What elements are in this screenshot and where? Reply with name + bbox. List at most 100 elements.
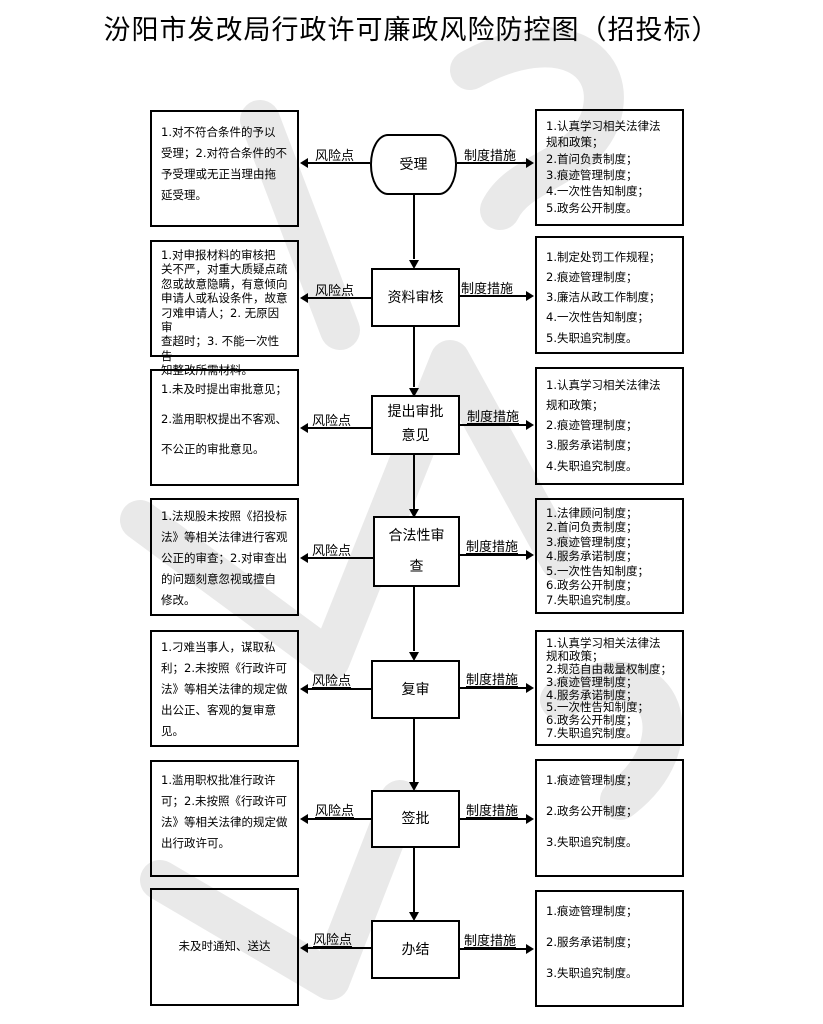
control-label: 制度措施 — [466, 673, 519, 688]
arrow-right-icon — [526, 550, 534, 560]
step-label: 复审 — [401, 681, 430, 698]
step-label: 意见 — [401, 428, 430, 444]
flow-connector — [413, 718, 415, 782]
step-node-re-review: 复审 — [371, 660, 460, 719]
risk-text: 1.对申报材料的审核把 — [161, 248, 276, 262]
control-text: 7.失职追究制度。 — [546, 726, 638, 741]
risk-connector — [307, 947, 371, 949]
risk-connector — [307, 818, 371, 820]
risk-text: 1.法规股未按照《招投标 — [161, 509, 287, 523]
control-text: 3.服务承诺制度； — [546, 438, 638, 453]
control-text: 4.失职追究制度。 — [546, 458, 638, 473]
arrow-left-icon — [300, 553, 308, 563]
control-text: 1.痕迹管理制度； — [546, 773, 638, 787]
control-box-accept: 1.认真学习相关法律法 规和政策； 2.首问负责制度； 3.痕迹管理制度； 4.… — [535, 109, 684, 226]
risk-label: 风险点 — [315, 804, 355, 819]
step-node-document-review: 资料审核 — [371, 268, 460, 327]
arrow-left-icon — [300, 684, 308, 694]
control-connector — [460, 687, 527, 689]
control-connector — [460, 554, 527, 556]
control-label: 制度措施 — [466, 804, 519, 819]
risk-label: 风险点 — [312, 544, 352, 559]
control-text: 6.政务公开制度； — [546, 578, 638, 593]
control-text: 3.失职追究制度。 — [546, 835, 638, 850]
risk-text: 刁难申请人；2. 无原因审 — [161, 305, 280, 334]
arrow-down-icon — [409, 782, 419, 791]
risk-text: 出行政许可。 — [161, 835, 230, 850]
step-label: 合法性审 — [388, 527, 445, 544]
control-text: 规和政策； — [546, 398, 604, 413]
control-text: 1.制定处罚工作规程； — [546, 250, 661, 264]
risk-text: 见。 — [161, 723, 184, 738]
arrow-right-icon — [526, 158, 534, 168]
control-text: 7.失职追究制度。 — [546, 592, 638, 607]
risk-text: 未及时通知、送达 — [178, 939, 271, 954]
control-text: 4.服务承诺制度； — [546, 549, 638, 564]
risk-label: 风险点 — [312, 414, 352, 429]
arrow-left-icon — [300, 293, 308, 303]
step-node-accept: 受理 — [370, 134, 457, 195]
risk-text: 1.对不符合条件的予以 — [161, 125, 276, 139]
arrow-down-icon — [409, 652, 419, 661]
control-label: 制度措施 — [467, 410, 520, 425]
control-text: 1.认真学习相关法律法 — [546, 119, 661, 133]
risk-box-review: 1.对申报材料的审核把 关不严，对重大质疑点疏 忽或故意隐瞒，有意倾向 申请人或… — [150, 240, 299, 377]
control-text: 4.服务承诺制度； — [546, 687, 638, 702]
arrow-right-icon — [526, 683, 534, 693]
arrow-right-icon — [526, 814, 534, 824]
risk-text: 申请人或私设条件，故意 — [161, 291, 288, 306]
control-text: 2.规范自由裁量权制度； — [546, 661, 672, 676]
step-label: 办结 — [401, 941, 430, 958]
risk-box-accept: 1.对不符合条件的予以 受理；2.对符合条件的不 予受理或无正当理由拖 延受理。 — [150, 110, 299, 227]
risk-label: 风险点 — [315, 284, 355, 299]
flow-connector — [413, 848, 415, 912]
risk-connector — [307, 162, 370, 164]
risk-box-approval-opinion: 1.未及时提出审批意见； 2.滥用职权提出不客观、 不公正的审批意见。 — [150, 369, 299, 486]
risk-text: 关不严，对重大质疑点疏 — [161, 262, 288, 277]
control-text: 2.服务承诺制度； — [546, 935, 638, 950]
risk-text: 修改。 — [161, 592, 196, 607]
risk-box-completion: 未及时通知、送达 — [150, 888, 299, 1006]
arrow-down-icon — [409, 912, 419, 921]
control-text: 2.政务公开制度； — [546, 804, 638, 819]
control-text: 2.痕迹管理制度； — [546, 270, 638, 285]
risk-text: 受理；2.对符合条件的不 — [161, 145, 287, 160]
risk-label: 风险点 — [312, 674, 352, 689]
step-label: 受理 — [399, 156, 428, 173]
control-text: 1.认真学习相关法律法 — [546, 378, 661, 392]
control-connector — [457, 162, 527, 164]
control-label: 制度措施 — [464, 149, 517, 164]
flow-connector — [413, 327, 415, 387]
control-text: 2.痕迹管理制度； — [546, 418, 638, 433]
control-connector — [460, 295, 527, 297]
arrow-down-icon — [409, 509, 419, 518]
risk-connector — [307, 688, 371, 690]
risk-text: 出公正、客观的复审意 — [161, 702, 276, 717]
step-label: 提出审批 — [387, 404, 444, 421]
risk-connector — [307, 427, 371, 429]
control-text: 1.痕迹管理制度； — [546, 904, 638, 918]
risk-text: 1.滥用职权批准行政许 — [161, 773, 276, 787]
control-text: 3.廉洁从政工作制度； — [546, 290, 661, 305]
control-text: 4.一次性告知制度； — [546, 184, 649, 199]
control-connector — [460, 948, 527, 950]
page-title: 汾阳市发改局行政许可廉政风险防控图（招投标） — [103, 15, 720, 46]
control-box-legality-review: 1.法律顾问制度； 2.首问负责制度； 3.痕迹管理制度； 4.服务承诺制度； … — [535, 498, 684, 614]
flow-connector — [413, 587, 415, 651]
risk-box-re-review: 1.刁难当事人，谋取私 利；2.未按照《行政许可 法》等相关法律的规定做 出公正… — [150, 630, 299, 747]
control-text: 5.失职追究制度。 — [546, 330, 638, 345]
risk-text: 可；2.未按照《行政许可 — [161, 793, 287, 808]
control-text: 5.一次性告知制度； — [546, 700, 649, 715]
step-label: 资料审核 — [387, 289, 444, 306]
risk-text: 予受理或无正当理由拖 — [161, 166, 276, 181]
arrow-down-icon — [409, 260, 419, 269]
risk-text: 公正的审查；2.对审查出 — [161, 550, 287, 565]
risk-text: 忽或故意隐瞒，有意倾向 — [161, 276, 288, 291]
risk-text: 法》等相关法律的规定做 — [161, 814, 288, 829]
risk-text: 查超时；3. 不能一次性告 — [161, 334, 280, 363]
control-text: 3.痕迹管理制度； — [546, 674, 638, 689]
control-text: 5.政务公开制度。 — [546, 200, 638, 215]
risk-box-legality-review: 1.法规股未按照《招投标 法》等相关法律进行客观 公正的审查；2.对审查出 的问… — [150, 498, 299, 616]
risk-connector — [307, 297, 371, 299]
risk-text: 1.刁难当事人，谋取私 — [161, 640, 276, 654]
